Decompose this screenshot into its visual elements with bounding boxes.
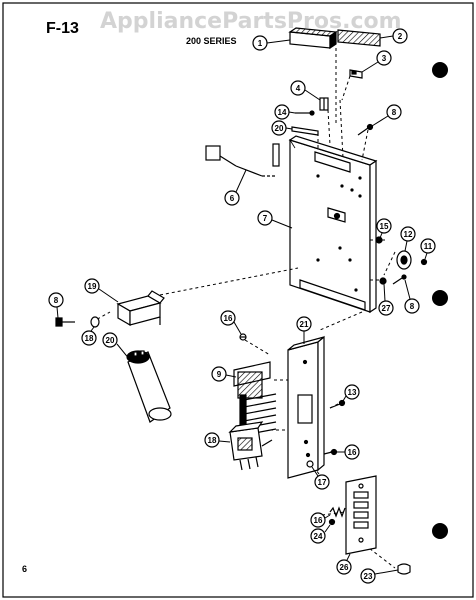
callout: 21 [296, 316, 312, 344]
callout: 8 [371, 104, 402, 127]
part-main-panel [288, 135, 378, 314]
callout: 8 [48, 292, 64, 319]
svg-text:18: 18 [208, 436, 217, 445]
part-washer-20 [90, 316, 100, 328]
part-escutcheon-plate [345, 475, 377, 555]
svg-text:18: 18 [85, 334, 94, 343]
part-screw-16-top [239, 333, 247, 341]
svg-text:2: 2 [398, 32, 403, 41]
callout: 27 [378, 283, 394, 316]
svg-text:24: 24 [314, 532, 323, 541]
svg-text:27: 27 [382, 304, 391, 313]
callout: 6 [224, 169, 247, 206]
svg-text:8: 8 [410, 302, 415, 311]
part-top-cover [288, 27, 338, 50]
callout: 11 [420, 238, 436, 260]
svg-text:19: 19 [88, 282, 97, 291]
callout: 7 [257, 210, 293, 229]
callout: 16 [336, 444, 360, 460]
svg-text:1: 1 [258, 39, 263, 48]
callout: 26 [336, 553, 352, 575]
part-nut-15 [375, 236, 383, 244]
part-clip [319, 97, 329, 111]
part-screw-8-right [392, 274, 407, 285]
svg-text:23: 23 [364, 572, 373, 581]
svg-text:8: 8 [54, 296, 59, 305]
part-screw-17 [323, 448, 338, 456]
figure-id: F-13 [46, 20, 79, 37]
svg-text:7: 7 [263, 214, 268, 223]
svg-text:17: 17 [318, 478, 327, 487]
svg-text:9: 9 [217, 370, 222, 379]
svg-text:20: 20 [275, 124, 284, 133]
page-number: 6 [22, 564, 27, 574]
part-screw-11 [420, 258, 428, 266]
svg-text:8: 8 [392, 108, 397, 117]
callout: 2 [379, 28, 408, 44]
part-screw-8-top [357, 123, 374, 136]
part-thermostat [396, 250, 412, 270]
series-label: 200 SERIES [186, 36, 237, 46]
svg-text:16: 16 [224, 314, 233, 323]
svg-text:26: 26 [340, 563, 349, 572]
callout: 8 [404, 279, 420, 314]
part-nut-16-bottom [306, 460, 314, 468]
svg-text:16: 16 [348, 448, 357, 457]
callout: 17 [311, 466, 330, 490]
binder-hole-middle [432, 290, 448, 306]
svg-text:11: 11 [424, 242, 433, 251]
svg-text:20: 20 [106, 336, 115, 345]
svg-text:13: 13 [348, 388, 357, 397]
callout: 12 [400, 226, 416, 252]
part-screw-14 [295, 110, 315, 116]
svg-text:3: 3 [382, 54, 387, 63]
binder-hole-bottom [432, 523, 448, 539]
callout: 14 [274, 104, 296, 120]
callout: 16 [310, 512, 331, 528]
part-thermistor [205, 145, 275, 177]
callout: 16 [220, 310, 242, 335]
callout: 20 [102, 332, 131, 361]
callout: 23 [360, 568, 399, 584]
svg-text:6: 6 [230, 194, 235, 203]
part-strip-20 [291, 126, 319, 136]
watermark: AppliancePartsPros.com [100, 9, 402, 34]
callout: 9 [211, 366, 237, 382]
callout-labels: 1 2 3 4 14 20 8 6 7 15 12 11 8 27 8 19 1… [48, 28, 436, 584]
part-small-bracket [349, 69, 363, 79]
part-post [272, 143, 280, 167]
part-knob [397, 563, 411, 575]
part-screw-18 [329, 399, 346, 409]
part-nut-27 [379, 277, 387, 285]
part-control-bracket [287, 335, 325, 479]
binder-hole-top [432, 62, 448, 78]
part-capacitor [126, 350, 172, 423]
callout: 3 [361, 50, 392, 73]
part-spacer-26 [328, 518, 336, 526]
svg-text:14: 14 [278, 108, 287, 117]
svg-text:4: 4 [296, 84, 301, 93]
callout: 19 [84, 278, 119, 303]
part-screw-8-left [55, 317, 75, 327]
part-spring [329, 506, 346, 518]
callout: 24 [310, 524, 331, 544]
callout: 15 [376, 218, 392, 239]
part-relay [228, 421, 273, 471]
callout: 13 [342, 384, 360, 402]
part-side-plate [337, 29, 381, 47]
callout: 4 [290, 80, 321, 101]
part-capacitor-bracket [116, 290, 165, 327]
svg-text:21: 21 [300, 320, 309, 329]
callout: 20 [271, 120, 293, 136]
svg-text:16: 16 [314, 516, 323, 525]
callout: 1 [252, 35, 291, 51]
callout: 18 [204, 432, 231, 448]
svg-text:15: 15 [380, 222, 389, 231]
callout: 18 [81, 326, 97, 346]
svg-text:12: 12 [404, 230, 413, 239]
